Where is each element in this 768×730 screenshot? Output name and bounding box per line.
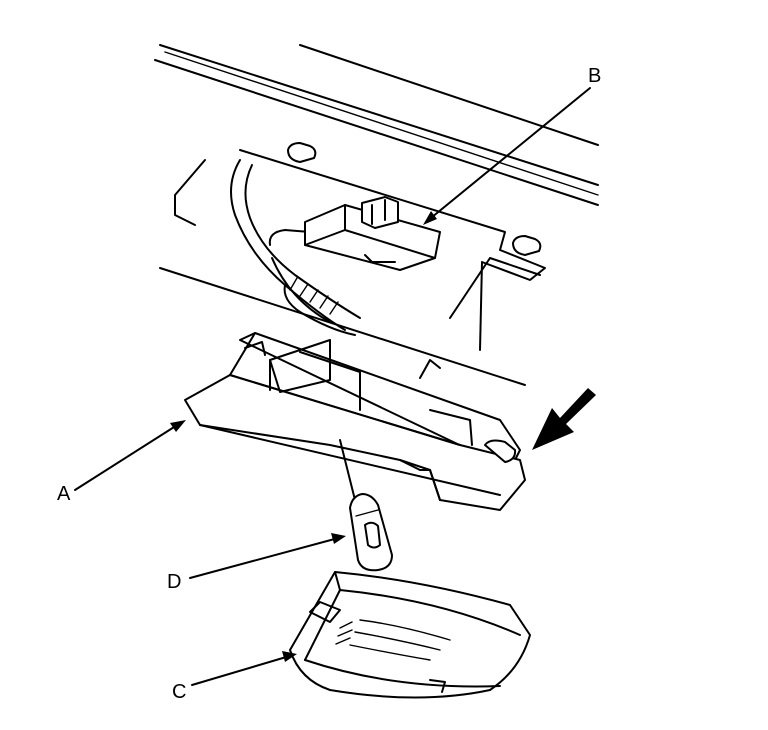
leader-d xyxy=(189,533,346,579)
direction-arrow xyxy=(532,388,596,450)
label-b: B xyxy=(588,65,601,87)
lens xyxy=(289,571,531,699)
mounting-bracket xyxy=(239,149,546,379)
label-a: A xyxy=(57,483,71,505)
roof-panel xyxy=(154,44,599,386)
leader-a xyxy=(74,420,186,491)
leader-c xyxy=(191,651,297,686)
leader-b xyxy=(423,87,591,225)
light-housing xyxy=(184,332,526,511)
bulb xyxy=(339,439,393,572)
label-c: C xyxy=(172,681,186,703)
connector xyxy=(304,196,441,271)
label-d: D xyxy=(167,571,181,593)
wire-harness xyxy=(230,159,361,336)
bracket-tab xyxy=(287,142,542,256)
